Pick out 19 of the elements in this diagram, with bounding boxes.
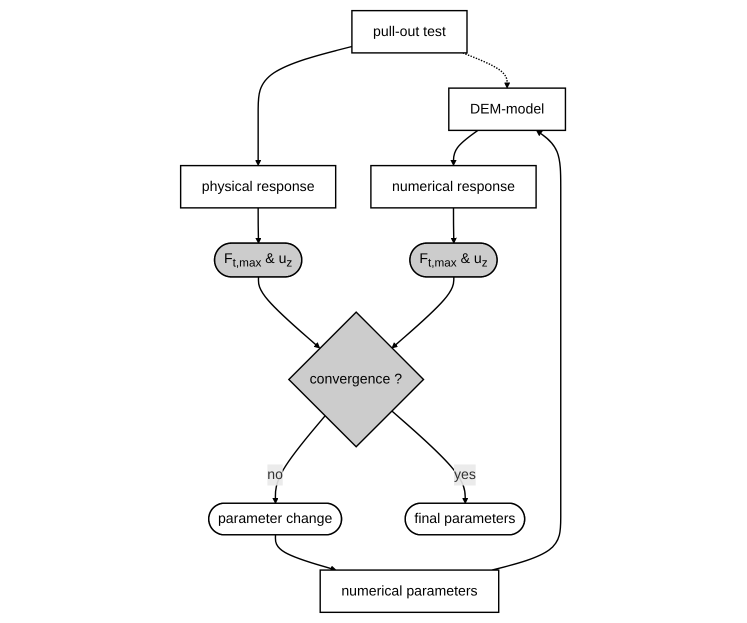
- arrow: [275, 535, 337, 572]
- arrow: [272, 416, 326, 504]
- node-diamond: convergence ?: [288, 311, 425, 448]
- arrow: [256, 46, 353, 166]
- arrow: [392, 410, 469, 504]
- edge-label: yes: [454, 467, 476, 483]
- node-box: pull-out test: [352, 10, 468, 54]
- node-box: numerical response: [370, 164, 538, 209]
- node-box: numerical parameters: [320, 569, 500, 614]
- arrow: [451, 208, 458, 244]
- arrow: [462, 52, 511, 88]
- edge-label: no: [268, 467, 284, 483]
- arrow: [258, 277, 321, 348]
- arrow: [492, 130, 562, 571]
- arrow: [392, 277, 455, 348]
- arrow: [256, 208, 262, 244]
- node-box: DEM-model: [448, 87, 567, 132]
- node-box: physical response: [180, 164, 337, 209]
- arrow: [450, 130, 479, 166]
